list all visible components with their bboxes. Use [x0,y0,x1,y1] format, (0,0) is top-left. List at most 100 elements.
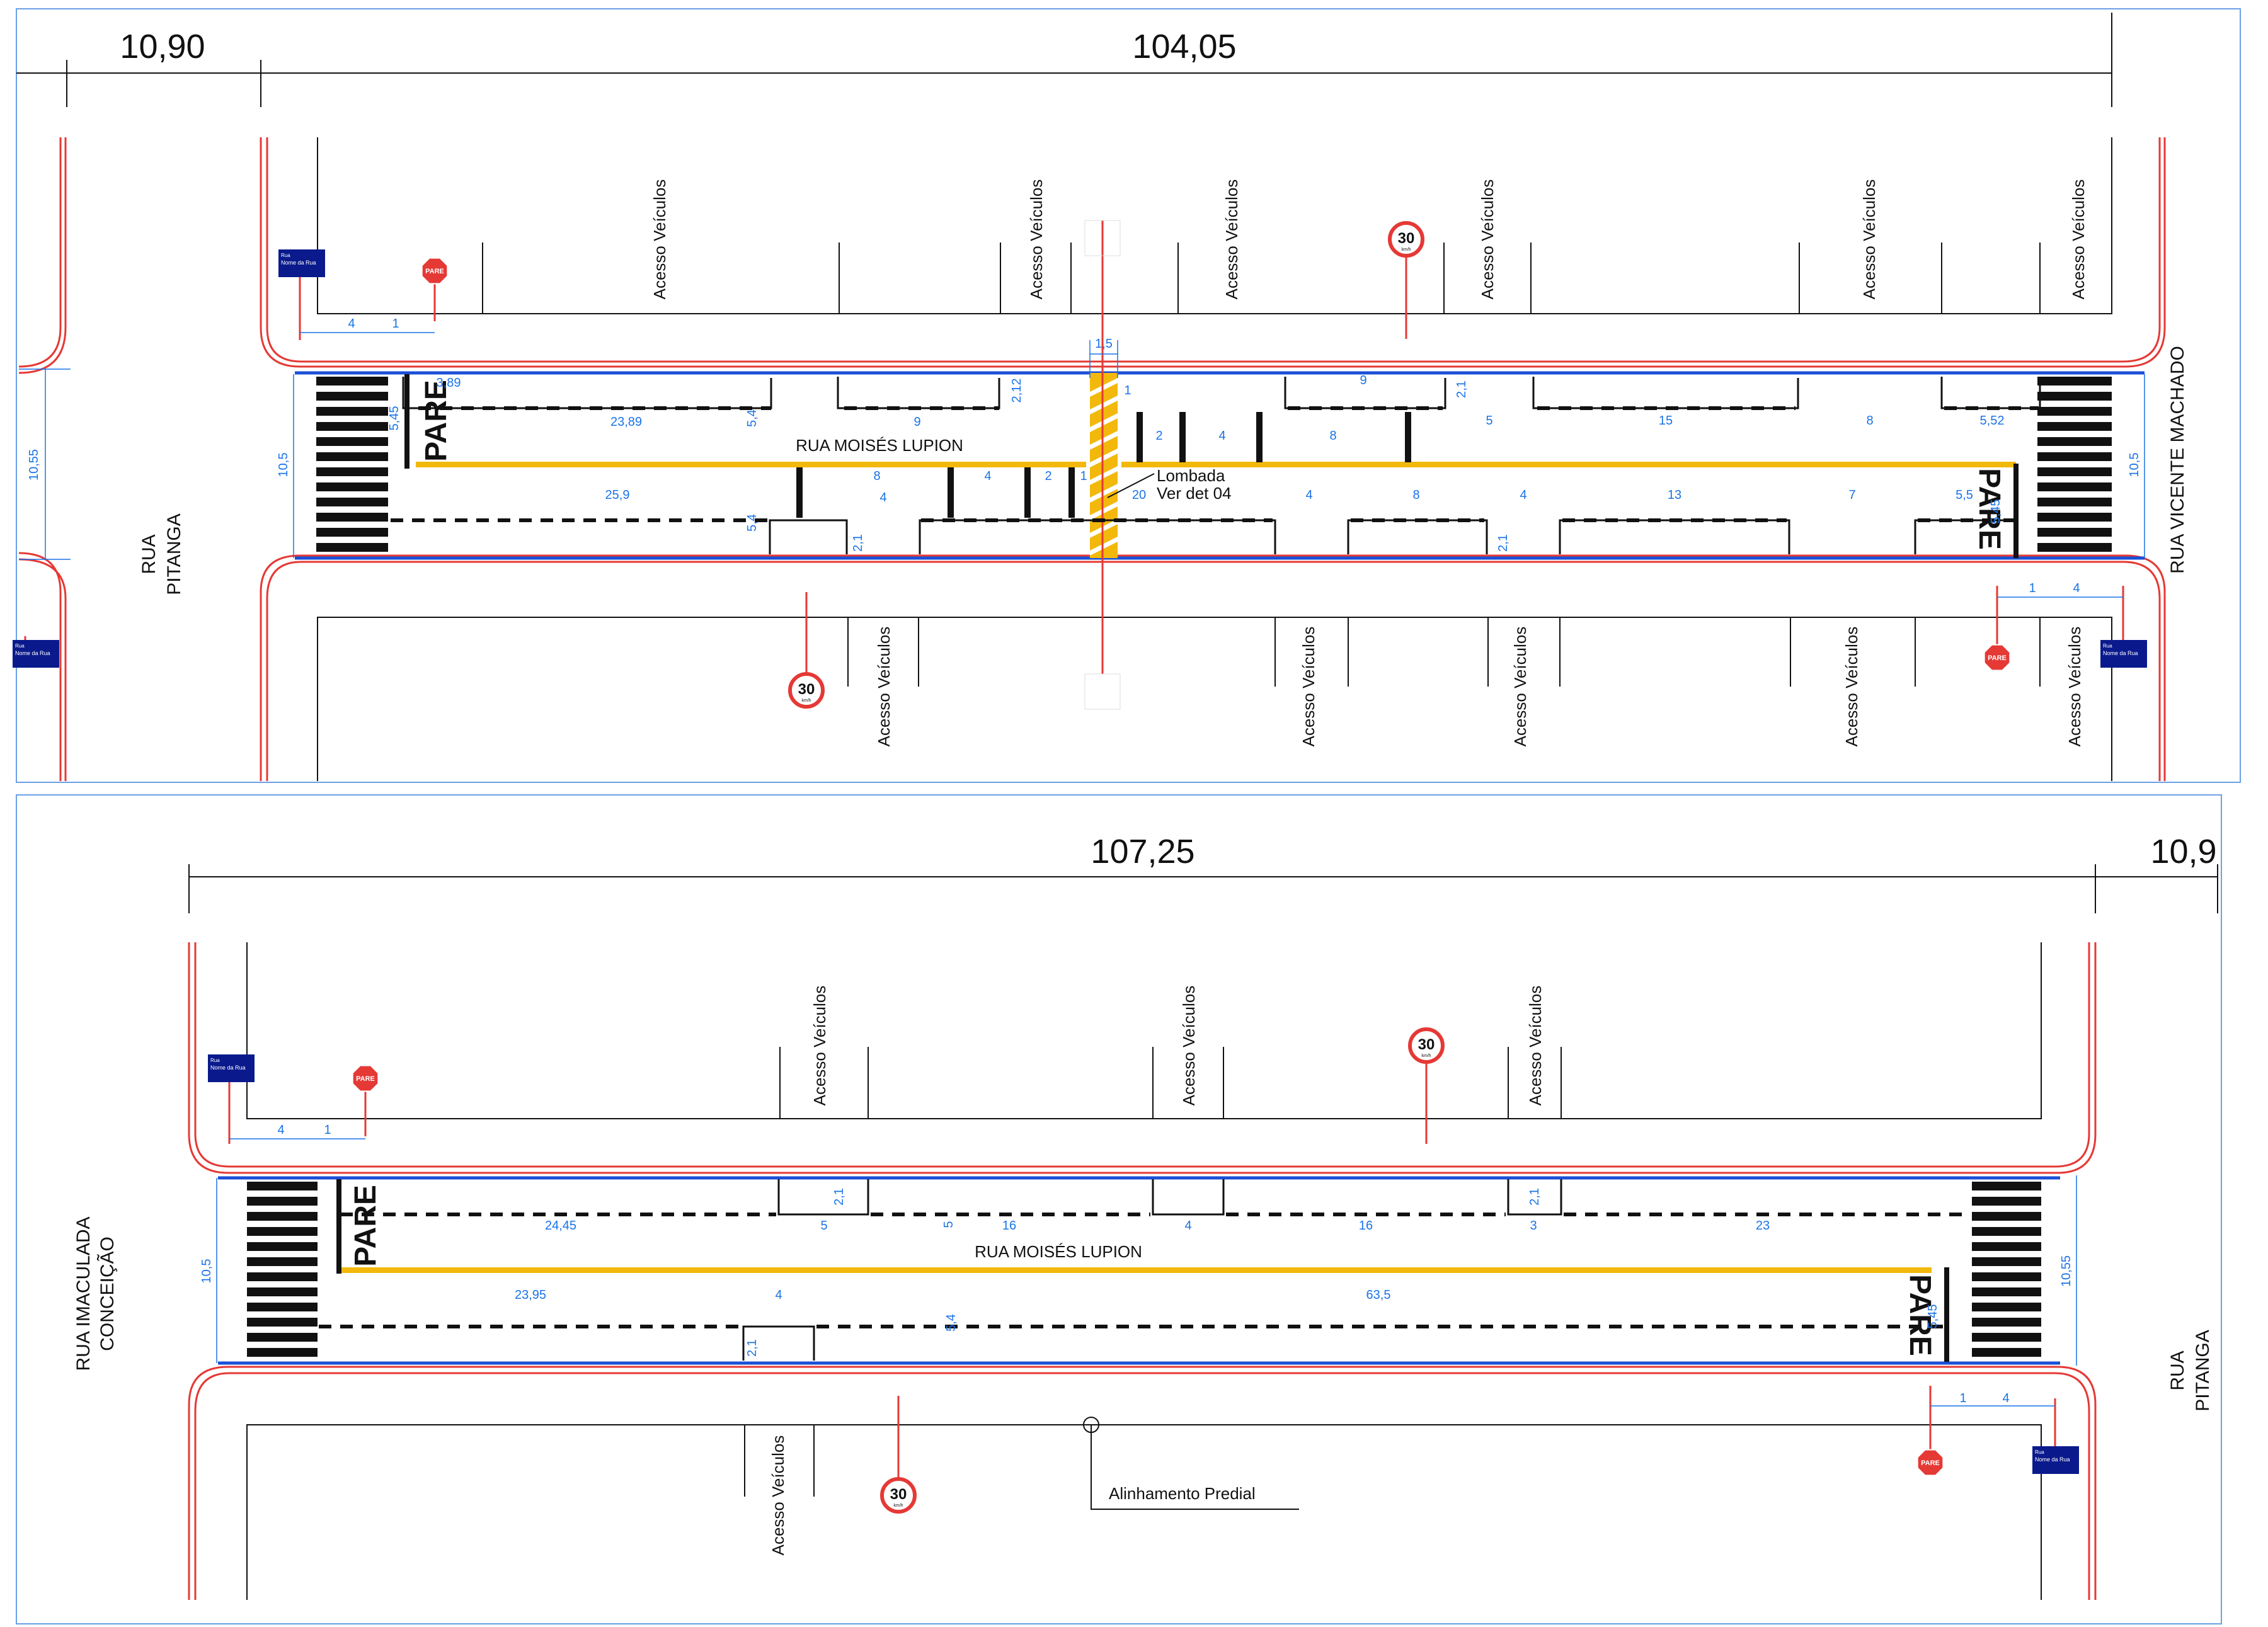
speed-limit-unit: km/h [801,699,811,703]
top-center-line-east [1121,462,2016,467]
dimension-label: 3 [1530,1219,1537,1233]
dimension-label: 1 [1080,469,1087,483]
street-sign-title: Rua [2103,643,2112,649]
crosswalk-stripe [1972,1182,2041,1190]
crosswalk-stripe [247,1272,318,1281]
dimension-label: 4 [1184,1219,1191,1233]
hump-stripe [1090,396,1118,414]
crosswalk-stripe [1972,1318,2041,1327]
dimension-label: 8 [873,469,880,483]
rumble-bar [1068,467,1075,518]
dimension-label: 2,1 [1455,380,1469,398]
dimension-label: 63,5 [1366,1288,1391,1302]
street-sign-title: Rua [210,1058,220,1063]
crosswalk-stripe [2037,437,2112,446]
stop-sign-text: PARE [1921,1459,1940,1467]
dimension-label: 4 [775,1288,782,1302]
hump-stripe [1090,378,1118,397]
lombada-label-2: Ver det 04 [1157,484,1232,503]
crosswalk-stripe [1972,1272,2041,1281]
bottom-center-line [341,1267,1932,1273]
alignment-marker [1083,1417,1099,1433]
dimension-label: 25,9 [605,488,630,502]
stop-sign: PARE [1916,1449,1944,1476]
bottom-panel: 107,25 10,9 Alinhamento Predial [16,794,2222,1624]
street-sign-name: Nome da Rua [210,1065,246,1071]
dimension-label: 2,1 [832,1188,846,1206]
crosswalk-stripe [247,1212,318,1221]
hump-sign-south [1084,673,1121,710]
top-dim-main: 104,05 [1132,28,1236,66]
crosswalk-stripe [316,498,388,506]
bottom-cross-left-1: RUA IMACULADA [73,1216,94,1371]
access-label: Acesso Veículos [810,986,829,1106]
crosswalk-stripe [2037,422,2112,431]
hump-stripe [1090,501,1118,520]
dimension-label: 2,1 [1496,534,1510,552]
bottom-property-lines [246,942,2042,1600]
access-label: Acesso Veículos [769,1436,788,1556]
crosswalk-stripe [247,1197,318,1206]
dimension-label: 16 [1002,1219,1016,1233]
dimension-label: 4 [879,491,886,505]
top-dim-road-left: 10,55 [27,449,41,481]
pare-marking-east: PARE [1973,468,2006,550]
speed-limit-unit: km/h [1401,248,1411,252]
hump-stripe [1090,431,1118,450]
dimension-label: 23,89 [610,415,642,429]
crosswalk-stripe [2037,513,2112,522]
crosswalk-stripe [247,1257,318,1266]
hump-stripe [1090,484,1118,503]
crosswalk-stripe [316,437,388,446]
dimension-label: 4 [2073,581,2080,595]
top-crosswalk-left [316,377,388,552]
bottom-crosswalk-right [1972,1182,2041,1357]
crosswalk-stripe [316,392,388,401]
crosswalk-stripe [1972,1348,2041,1357]
hump-stripe [1090,413,1118,432]
access-label: Acesso Veículos [2069,180,2088,300]
speed-limit-value: 30 [1398,230,1415,247]
speed-limit-value: 30 [798,681,815,698]
crosswalk-stripe [2037,467,2112,476]
crosswalk-stripe [1972,1242,2041,1251]
crosswalk-stripe [2037,498,2112,506]
dimension-label: 7 [1848,488,1855,502]
street-sign-title: Rua [2035,1449,2044,1455]
crosswalk-stripe [247,1303,318,1311]
lombada-label-1: Lombada [1157,466,1225,485]
stop-sign-text: PARE [425,268,444,275]
dimension-label: 2,12 [1010,379,1024,403]
access-label: Acesso Veículos [1526,986,1545,1106]
street-sign-name: Nome da Rua [15,650,50,656]
alignment-label: Alinhamento Predial [1109,1484,1256,1503]
access-label: Acesso Veículos [874,627,893,747]
crosswalk-stripe [316,467,388,476]
top-panel-frame [16,8,2241,783]
dimension-label: 5,4 [745,514,759,532]
bottom-dim-main: 107,25 [1091,833,1194,871]
bottom-lane-markings [319,1179,1969,1361]
crosswalk-stripe [2037,482,2112,491]
dimension-label: 2,1 [851,534,865,552]
street-sign-title: Rua [15,643,25,649]
stop-sign: PARE [1983,644,2011,671]
bottom-road-width-dims [216,1175,2077,1366]
access-label: Acesso Veículos [1478,180,1497,300]
crosswalk-stripe [2037,407,2112,416]
hump-stripe [1090,466,1118,485]
crosswalk-stripe [2037,392,2112,401]
dimension-label: 2 [1155,429,1162,443]
crosswalk-stripe [316,422,388,431]
top-cross-left-1: RUA [139,534,159,574]
speed-hump-stripes [1090,378,1118,556]
dimension-label: 1 [1124,384,1131,397]
bottom-dim-right: 10,9 [2150,833,2216,871]
